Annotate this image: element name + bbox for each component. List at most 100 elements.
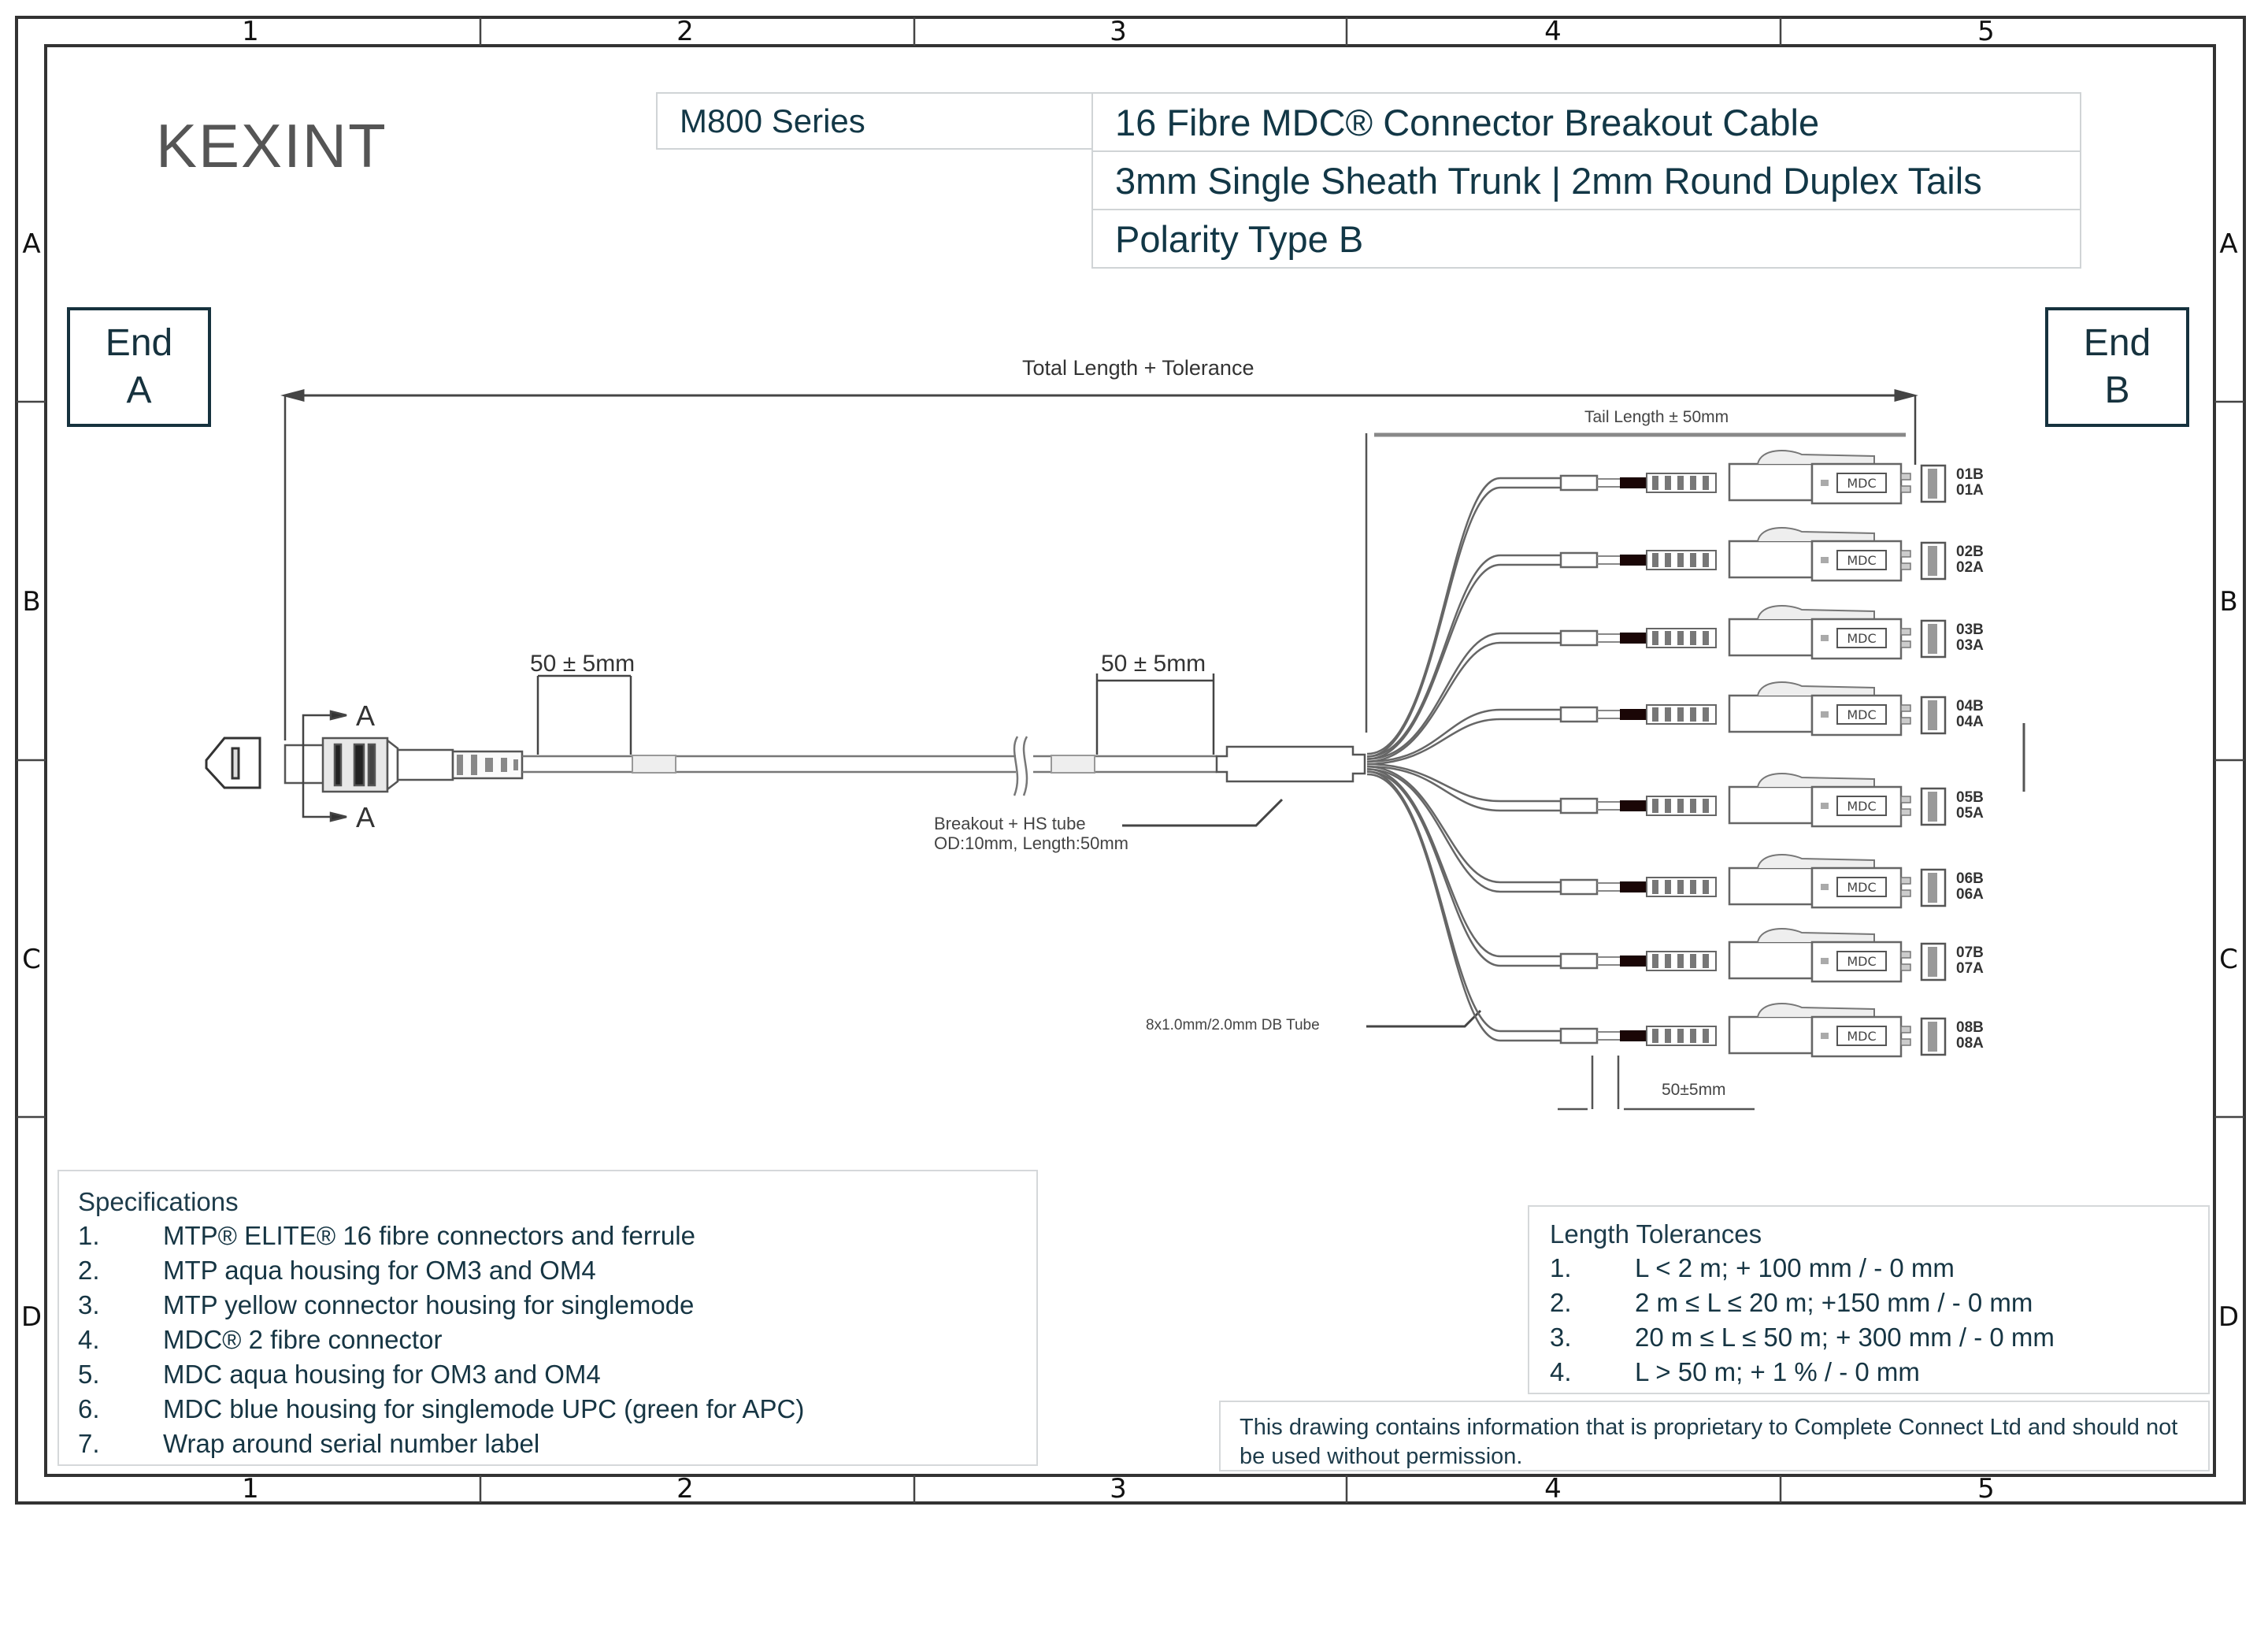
crimp-band: [1620, 477, 1647, 488]
fibre-line: [1366, 763, 1563, 803]
grid-col-2-bottom: 2: [676, 1473, 694, 1505]
connector-id-b: 02B: [1956, 544, 1984, 560]
mdc-housing-label: MDC: [1847, 1029, 1876, 1044]
mtp-dust-cap: [205, 737, 261, 789]
grid-row-c-right: C: [2219, 944, 2238, 975]
push-pull-tab: [1757, 928, 1875, 943]
mdc-housing-label: MDC: [1847, 799, 1876, 814]
dust-cap-shade: [1928, 546, 1937, 576]
grid-col-5-top: 5: [1977, 16, 1995, 47]
dust-cap-shade: [1928, 469, 1937, 499]
specifications-list: 1.MTP® ELITE® 16 fibre connectors and fe…: [78, 1219, 1017, 1461]
specification-number: 2.: [78, 1256, 100, 1285]
grid-col-4-bottom: 4: [1544, 1473, 1562, 1505]
end-b-label: End: [2083, 322, 2151, 364]
offset-label-tail: 50±5mm: [1662, 1081, 1726, 1099]
boot-rib: [1652, 707, 1658, 722]
specification-item: 4.MDC® 2 fibre connector: [78, 1323, 1017, 1357]
ferrule: [1900, 963, 1911, 971]
ferrule: [1900, 704, 1911, 712]
offset-label-left: 50 ± 5mm: [530, 651, 636, 677]
serial-label: [632, 755, 1095, 774]
push-pull-tab: [1757, 1003, 1875, 1018]
grid-col-1-bottom: 1: [242, 1473, 259, 1505]
specification-number: 4.: [78, 1325, 100, 1354]
latch-mark: [1821, 803, 1829, 809]
fibre-tail: MDC: [1366, 767, 1947, 983]
tube-sleeve: [1559, 551, 1599, 569]
tolerance-item: 1.L < 2 m; + 100 mm / - 0 mm: [1550, 1251, 2188, 1286]
grid-row-a-right: A: [2219, 228, 2238, 260]
fibre-line: [1366, 563, 1563, 761]
fibre-tail: MDC: [1366, 527, 1947, 761]
boot-rib: [1703, 880, 1709, 894]
tube-sleeve: [1559, 878, 1599, 896]
specification-item: 2.MTP aqua housing for OM3 and OM4: [78, 1253, 1017, 1288]
end-a-label: End: [105, 322, 173, 364]
grid-row-d-right: D: [2218, 1301, 2240, 1333]
proprietary-notice: This drawing contains information that i…: [1219, 1401, 2210, 1471]
breakout-label-line1: Breakout + HS tube: [934, 814, 1086, 833]
boot-rib: [1665, 880, 1671, 894]
connector-id-a: 05A: [1956, 805, 1984, 822]
housing-window: [1836, 1026, 1887, 1046]
connector-id-b: 01B: [1956, 466, 1984, 483]
mdc-housing-label: MDC: [1847, 631, 1876, 646]
tolerance-number: 3.: [1550, 1323, 1572, 1352]
boot-rib: [1665, 954, 1671, 968]
grid-col-3-top: 3: [1110, 16, 1127, 47]
tolerance-number: 2.: [1550, 1288, 1572, 1317]
connector-id-b: 06B: [1956, 870, 1984, 887]
offset-dimension-trunk: [1095, 673, 1215, 755]
fibre-line: [1366, 767, 1563, 958]
boot-rib: [1690, 880, 1696, 894]
crimp-band: [1620, 555, 1647, 566]
title-row-construction: 3mm Single Sheath Trunk | 2mm Round Dupl…: [1091, 150, 2081, 210]
mdc-boot-body: [1728, 462, 1814, 502]
title-row-polarity: Polarity Type B: [1091, 209, 2081, 269]
latch-mark: [1821, 557, 1829, 563]
boot-rib: [1690, 1029, 1696, 1043]
specifications-box: Specifications 1.MTP® ELITE® 16 fibre co…: [57, 1170, 1038, 1466]
breakout-label-line2: OD:10mm, Length:50mm: [934, 833, 1128, 853]
boot-rib: [1652, 954, 1658, 968]
breakout-tube: [1215, 745, 1366, 783]
total-length-label: Total Length + Tolerance: [1022, 356, 1254, 380]
grid-col-4-top: 4: [1544, 16, 1562, 47]
section-marker-top: A: [356, 699, 376, 732]
ferrule: [1900, 473, 1911, 481]
push-pull-tab: [1757, 450, 1875, 465]
ferrule: [1900, 717, 1911, 725]
push-pull-tab: [1757, 605, 1875, 620]
housing-window: [1836, 550, 1887, 570]
specification-number: 3.: [78, 1290, 100, 1319]
fibre-tail: MDC: [1366, 681, 1947, 766]
tube-sleeve: [1559, 1027, 1599, 1045]
fibre-line: [1366, 718, 1563, 766]
boot-rib: [1652, 553, 1658, 567]
fibre-line: [1366, 766, 1563, 812]
mdc-boot-body: [1728, 618, 1814, 657]
fibre-line: [1366, 486, 1563, 758]
length-tolerances-box: Length Tolerances 1.L < 2 m; + 100 mm / …: [1528, 1205, 2210, 1394]
specification-number: 5.: [78, 1360, 100, 1389]
fibre-tail: MDC: [1366, 605, 1947, 763]
mdc-boot-body: [1728, 785, 1814, 825]
crimp-band: [1620, 881, 1647, 892]
boot-rib: [1703, 476, 1709, 490]
fibre-line: [1366, 768, 1563, 893]
crimp-band: [1620, 633, 1647, 644]
offset-dimension-tail: [1558, 1056, 1755, 1111]
boot-rib: [1677, 631, 1684, 645]
fibre-line: [1366, 765, 1563, 884]
offset-dimension-left: [536, 674, 632, 755]
specification-number: 1.: [78, 1221, 100, 1250]
tail-length-label: Tail Length ± 50mm: [1584, 408, 1729, 426]
push-pull-tab: [1757, 773, 1875, 788]
connector-id-a: 01A: [1956, 482, 1984, 499]
grid-col-5-bottom: 5: [1977, 1473, 1995, 1505]
